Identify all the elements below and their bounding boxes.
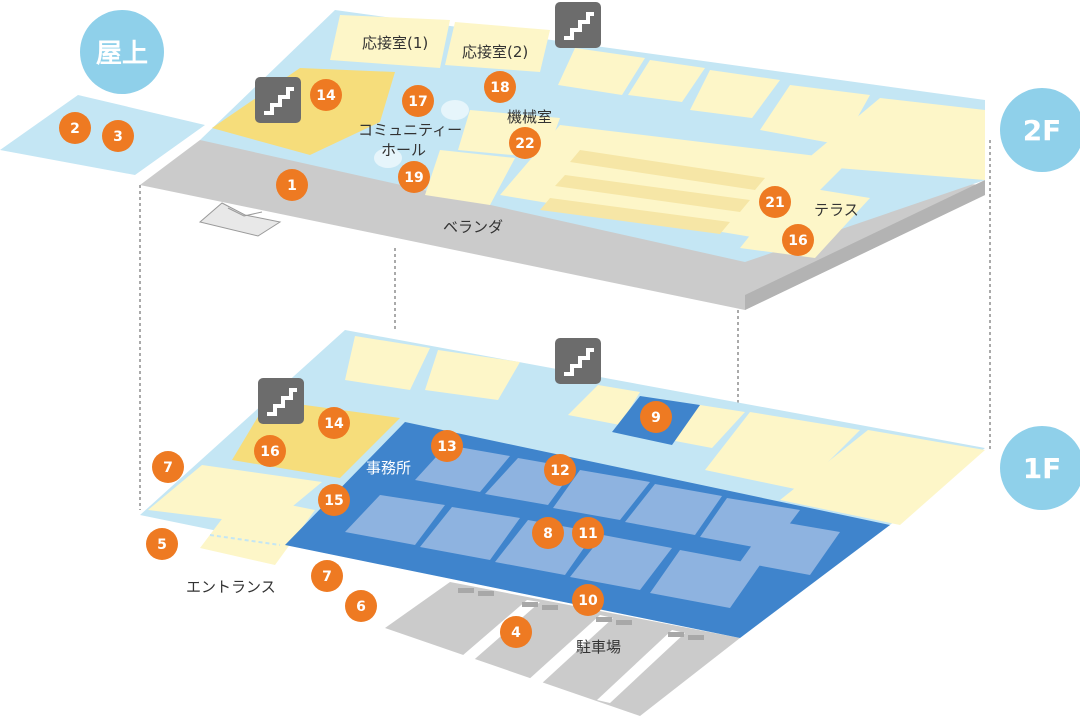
svg-text:17: 17 bbox=[408, 94, 427, 110]
floor-2f bbox=[140, 2, 985, 310]
room-14-2f bbox=[212, 68, 395, 155]
marker-1f-15[interactable]: 15 bbox=[318, 484, 350, 516]
svg-text:12: 12 bbox=[550, 463, 569, 479]
stairs-icon bbox=[258, 378, 304, 424]
room-reception2 bbox=[445, 22, 550, 72]
svg-text:7: 7 bbox=[163, 460, 173, 476]
svg-text:16: 16 bbox=[260, 444, 279, 460]
markers: 2 3 1 14 17 18 22 19 21 16 14 16 13 12 9… bbox=[59, 71, 814, 648]
svg-text:8: 8 bbox=[543, 526, 553, 542]
marker-1f-12[interactable]: 12 bbox=[544, 454, 576, 486]
svg-text:1: 1 bbox=[287, 178, 297, 194]
svg-text:14: 14 bbox=[324, 416, 344, 432]
svg-text:1F: 1F bbox=[1023, 452, 1062, 485]
marker-1f-11[interactable]: 11 bbox=[572, 517, 604, 549]
stairs-icon bbox=[555, 2, 601, 48]
label-terrace: テラス bbox=[814, 201, 859, 219]
svg-text:18: 18 bbox=[490, 80, 509, 96]
svg-text:2: 2 bbox=[70, 121, 80, 137]
label-reception2: 応接室(2) bbox=[462, 43, 528, 61]
floor-badge-2f[interactable]: 2F bbox=[1000, 88, 1080, 172]
marker-2f-18[interactable]: 18 bbox=[484, 71, 516, 103]
label-veranda: ベランダ bbox=[443, 218, 503, 236]
floor-1f bbox=[140, 330, 985, 716]
svg-text:21: 21 bbox=[765, 195, 784, 211]
marker-1f-13[interactable]: 13 bbox=[431, 430, 463, 462]
marker-1f-7b[interactable]: 7 bbox=[311, 560, 343, 592]
label-community-1: コミュニティー bbox=[358, 121, 462, 139]
svg-text:7: 7 bbox=[322, 569, 332, 585]
marker-1f-5[interactable]: 5 bbox=[146, 528, 178, 560]
svg-text:3: 3 bbox=[113, 129, 123, 145]
svg-text:14: 14 bbox=[316, 88, 336, 104]
marker-roof-2[interactable]: 2 bbox=[59, 112, 91, 144]
label-entrance: エントランス bbox=[186, 578, 276, 596]
stairs-icon bbox=[255, 77, 301, 123]
label-office: 事務所 bbox=[366, 459, 411, 477]
floor-badge-roof[interactable]: 屋上 bbox=[80, 10, 164, 94]
label-reception1: 応接室(1) bbox=[362, 34, 428, 52]
skylight-icon bbox=[198, 202, 282, 237]
room-reception1 bbox=[330, 15, 450, 68]
svg-text:19: 19 bbox=[404, 170, 423, 186]
room-conference-1f bbox=[780, 430, 985, 525]
marker-2f-21[interactable]: 21 bbox=[759, 186, 791, 218]
marker-2f-14[interactable]: 14 bbox=[310, 79, 342, 111]
svg-text:2F: 2F bbox=[1023, 114, 1062, 147]
svg-text:5: 5 bbox=[157, 537, 167, 553]
svg-text:4: 4 bbox=[511, 625, 521, 641]
svg-text:13: 13 bbox=[437, 439, 456, 455]
marker-1f-4[interactable]: 4 bbox=[500, 616, 532, 648]
svg-text:6: 6 bbox=[356, 599, 366, 615]
marker-2f-22[interactable]: 22 bbox=[509, 127, 541, 159]
marker-2f-19[interactable]: 19 bbox=[398, 161, 430, 193]
label-machine: 機械室 bbox=[507, 108, 552, 126]
marker-1f-10[interactable]: 10 bbox=[572, 584, 604, 616]
marker-1f-8[interactable]: 8 bbox=[532, 517, 564, 549]
marker-roof-3[interactable]: 3 bbox=[102, 120, 134, 152]
label-community-2: ホール bbox=[381, 141, 426, 159]
svg-text:9: 9 bbox=[651, 410, 661, 426]
marker-1f-9[interactable]: 9 bbox=[640, 401, 672, 433]
room-7-1f bbox=[148, 465, 322, 525]
svg-text:16: 16 bbox=[788, 233, 807, 249]
svg-text:15: 15 bbox=[324, 493, 343, 509]
svg-text:10: 10 bbox=[578, 593, 598, 609]
marker-1f-14[interactable]: 14 bbox=[318, 407, 350, 439]
marker-2f-17[interactable]: 17 bbox=[402, 85, 434, 117]
marker-1f-16[interactable]: 16 bbox=[254, 435, 286, 467]
svg-text:22: 22 bbox=[515, 136, 534, 152]
marker-2f-1[interactable]: 1 bbox=[276, 169, 308, 201]
svg-text:屋上: 屋上 bbox=[96, 39, 148, 69]
marker-2f-16[interactable]: 16 bbox=[782, 224, 814, 256]
floor-badge-1f[interactable]: 1F bbox=[1000, 426, 1080, 510]
stairs-icon bbox=[555, 338, 601, 384]
marker-1f-7a[interactable]: 7 bbox=[152, 451, 184, 483]
label-parking: 駐車場 bbox=[576, 638, 621, 656]
marker-1f-6[interactable]: 6 bbox=[345, 590, 377, 622]
svg-text:11: 11 bbox=[578, 526, 597, 542]
room-terrace bbox=[740, 185, 870, 258]
room-hall-side bbox=[425, 150, 515, 205]
